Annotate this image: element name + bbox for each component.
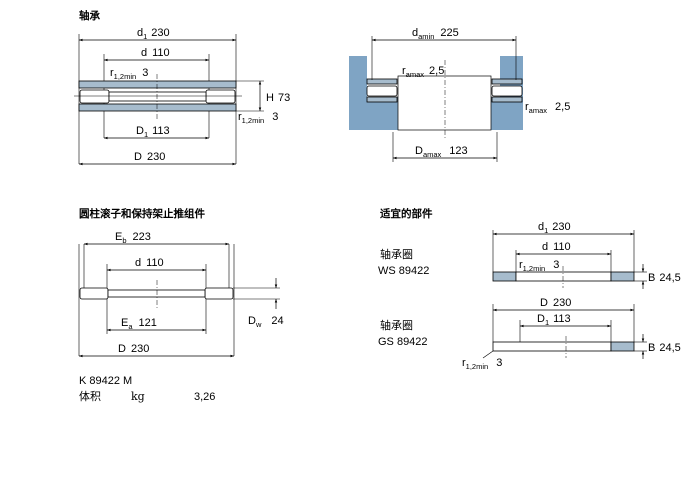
roller-left xyxy=(79,89,110,104)
shaft xyxy=(397,75,492,131)
mass-value: 3,26 xyxy=(194,391,215,403)
parts-heading: 适宜的部件 xyxy=(380,207,433,220)
mounting-drawing xyxy=(349,36,523,162)
cage-roller-left xyxy=(79,287,109,300)
cage-assembly-drawing xyxy=(78,242,280,358)
bearing-cross-section xyxy=(74,34,264,166)
shaft-washer-section xyxy=(78,80,237,89)
housing-washer-section xyxy=(78,103,237,112)
roller-right xyxy=(205,89,236,104)
cage-roller-right xyxy=(204,287,234,300)
bearing-heading: 轴承 xyxy=(79,9,100,22)
housing-seat-left xyxy=(349,97,398,130)
ws-label: 轴承圈 xyxy=(380,247,413,261)
product-designation: K 89422 M xyxy=(79,375,132,387)
cage-ring xyxy=(107,289,206,298)
gs-label: 轴承圈 xyxy=(380,318,413,332)
mass-label: 体积 xyxy=(79,389,101,403)
gs-designation: GS 89422 xyxy=(378,336,428,348)
cage-band xyxy=(108,91,207,102)
housing-washer-drawing xyxy=(482,304,647,359)
housing-seat-right xyxy=(491,97,523,130)
ws-designation: WS 89422 xyxy=(378,265,429,277)
mass-unit: kg xyxy=(131,390,145,403)
shaft-washer-drawing xyxy=(492,230,647,289)
assembly-heading: 圆柱滚子和保持架止推组件 xyxy=(79,207,205,220)
